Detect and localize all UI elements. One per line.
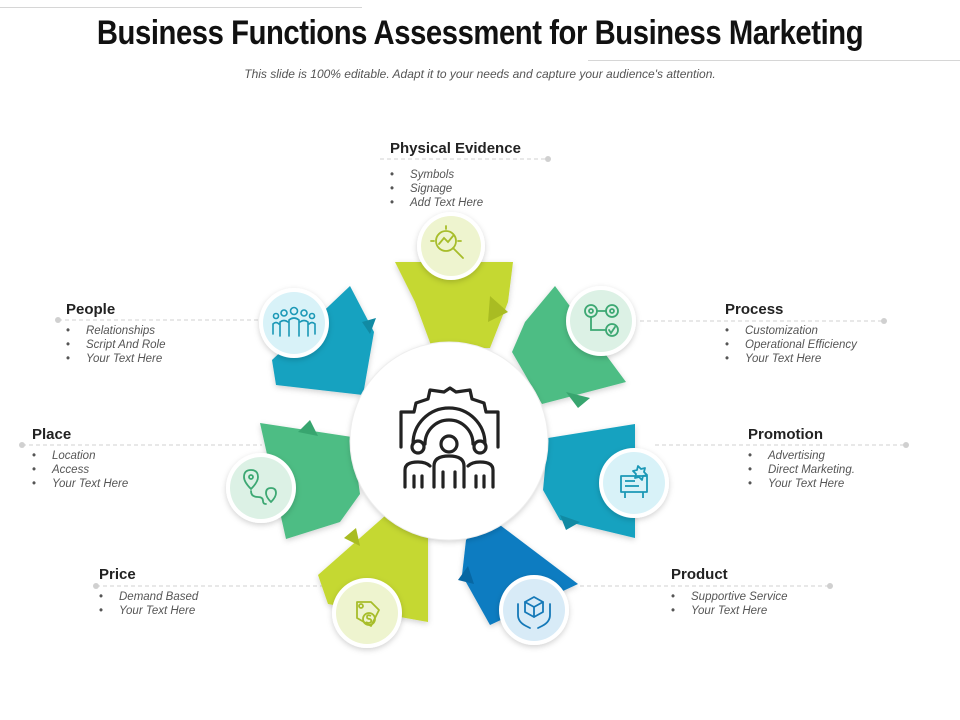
bullet-item: Advertising [748,449,855,463]
bullet-item: Add Text Here [390,196,483,210]
connector-dot [545,156,551,162]
connector-dot [19,442,25,448]
bullet-item: Your Text Here [66,352,165,366]
bullet-item: Signage [390,182,483,196]
bullet-item: Location [32,449,128,463]
bullet-item: Script And Role [66,338,165,352]
bullets-promotion: Advertising Direct Marketing. Your Text … [748,449,855,491]
arrow-tip [566,392,590,408]
bullet-item: Your Text Here [748,477,855,491]
bullets-process: Customization Operational Efficiency You… [725,324,857,366]
bullet-item: Relationships [66,324,165,338]
icon-badge-physical-evidence [417,212,485,280]
center-hub-ring [349,341,549,541]
icon-badge-process [566,286,636,356]
arrow-tip [344,528,360,546]
connector-dot [55,317,61,323]
bullets-physical-evidence: Symbols Signage Add Text Here [390,168,483,210]
icon-badge-price [332,578,402,648]
connector-lines [22,158,906,587]
arrow-product [462,516,578,625]
group-people-icon [272,306,316,337]
price-tag-icon [356,601,380,627]
icon-badge-place [226,453,296,523]
bullet-item: Access [32,463,128,477]
arrow-tip [458,566,474,584]
bullet-item: Customization [725,324,857,338]
arrow-process [512,286,626,404]
arrow-tips [298,296,590,584]
gears-process-icon [584,304,619,337]
connector-dot [827,583,833,589]
billboard-icon [620,465,648,498]
top-divider-right [588,60,960,61]
slide-subtitle: This slide is 100% editable. Adapt it to… [244,67,716,81]
label-process: Process [725,301,784,318]
connector-end-dots [19,156,909,589]
icon-badge-product [499,575,569,645]
location-route-icon [243,469,277,505]
arrow-tip [362,318,376,334]
bullets-place: Location Access Your Text Here [32,449,128,491]
bullet-item: Symbols [390,168,483,182]
arrow-tip [560,515,580,530]
bullets-people: Relationships Script And Role Your Text … [66,324,165,366]
icon-badge-promotion [599,448,669,518]
bullets-product: Supportive Service Your Text Here [671,590,788,618]
center-hub [350,342,548,540]
connector-dot [93,583,99,589]
box-hands-icon [517,596,551,629]
bullet-item: Demand Based [99,590,198,604]
bullet-item: Your Text Here [99,604,198,618]
bullet-item: Direct Marketing. [748,463,855,477]
label-place: Place [32,426,72,443]
label-price: Price [99,566,136,583]
icon-circles [226,212,669,648]
bullet-item: Your Text Here [725,352,857,366]
search-chart-icon [430,225,464,259]
bullet-item: Operational Efficiency [725,338,857,352]
bullets-price: Demand Based Your Text Here [99,590,198,618]
bullet-item: Your Text Here [671,604,788,618]
label-product: Product [671,566,728,583]
label-physical-evidence: Physical Evidence [390,140,521,157]
connector-dot [903,442,909,448]
arrow-tip [488,296,508,322]
slide-title: Business Functions Assessment for Busine… [96,14,864,52]
arrow-tip [298,420,318,436]
label-promotion: Promotion [748,426,823,443]
top-divider-left [0,7,362,8]
bullet-item: Supportive Service [671,590,788,604]
connector-dot [881,318,887,324]
gear-team-icon [399,386,500,489]
icon-badge-people [259,288,329,358]
arrow-physical-evidence [395,262,513,348]
label-people: People [66,301,116,318]
bullet-item: Your Text Here [32,477,128,491]
